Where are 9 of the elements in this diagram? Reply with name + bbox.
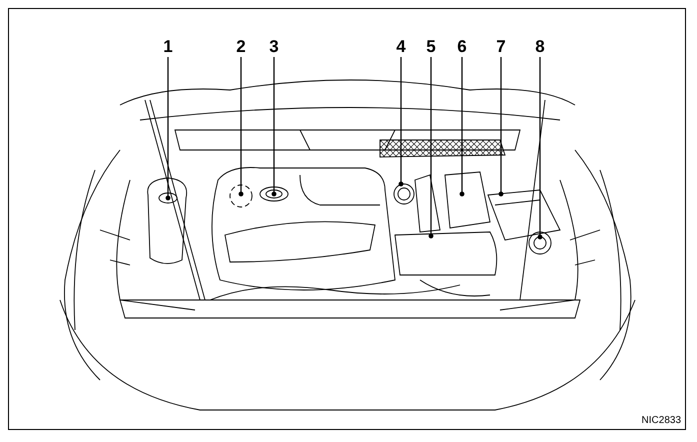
leader-line — [238, 57, 244, 196]
figure-code: NIC2833 — [642, 415, 681, 426]
leader-line — [398, 57, 404, 186]
leader-line — [498, 57, 504, 196]
leader-line — [538, 57, 542, 240]
leader-line — [272, 57, 276, 196]
leader-line — [428, 57, 434, 238]
leader-line — [166, 57, 170, 200]
leader-line — [460, 57, 464, 196]
